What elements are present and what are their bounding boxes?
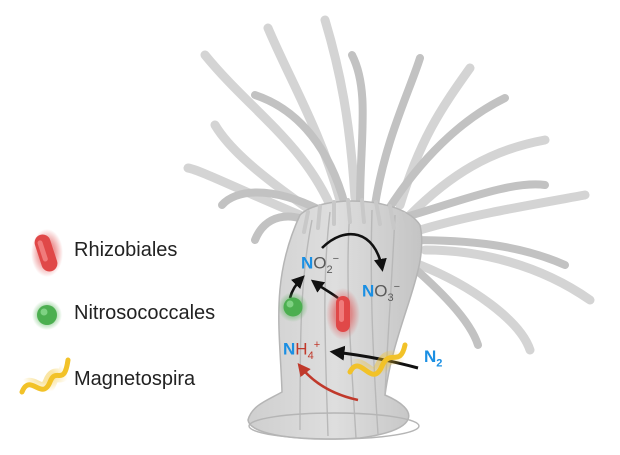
oral-disc: [302, 198, 412, 236]
dinitrogen-sub: 2: [436, 357, 443, 370]
legend-label-rhizobiales: Rhizobiales: [74, 239, 178, 261]
arrow-ammonium-from-below: [297, 362, 359, 402]
nitrate-label: NO3−: [362, 282, 400, 304]
legend-label-magnetospira: Magnetospira: [74, 368, 196, 390]
dinitrogen-label: N2: [424, 348, 442, 369]
nitrosococcales-on-body: [278, 292, 308, 322]
nitrite-rest: O: [313, 253, 327, 273]
nitrite-lead: N: [301, 253, 314, 273]
foot-disc: [248, 412, 420, 440]
nitrate-sub: 3: [387, 292, 394, 305]
dinitrogen-lead: N: [424, 347, 437, 366]
front-tentacles: [218, 51, 569, 349]
rod-bacterium-icon: [31, 229, 63, 277]
spirillum-bacterium-icon: [15, 353, 75, 399]
magnetospira-on-body: [343, 338, 412, 382]
ammonium-label: NH4+: [283, 340, 320, 362]
ammonium-sup: +: [313, 339, 321, 351]
legend-label-nitrosococcales: Nitrosococcales: [74, 302, 216, 324]
rhizobiales-on-body: [326, 288, 360, 340]
nitrate-lead: N: [362, 281, 375, 301]
nitrate-sup: −: [393, 281, 401, 293]
ammonium-sub: 4: [307, 350, 314, 363]
arrow-nitrite-to-nitrate: [321, 232, 387, 272]
nitrite-label: NO2−: [301, 254, 339, 276]
nitrate-rest: O: [374, 281, 388, 301]
nitrite-sub: 2: [326, 264, 333, 277]
nitrite-sup: −: [332, 253, 340, 265]
ammonium-lead: N: [283, 339, 296, 359]
ammonium-rest: H: [295, 339, 308, 359]
coccus-bacterium-icon: [32, 300, 62, 330]
